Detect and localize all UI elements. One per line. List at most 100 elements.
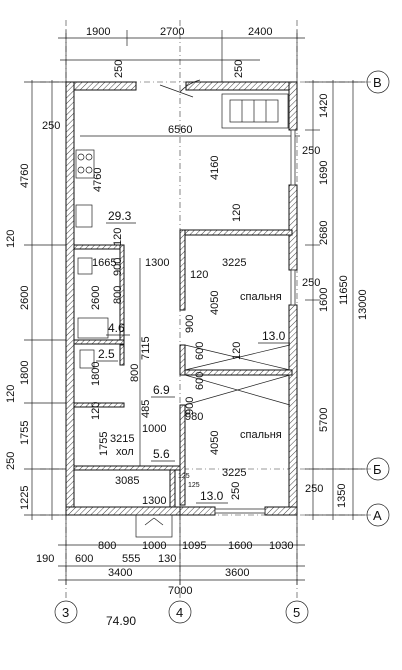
window-kitchen-right	[290, 129, 296, 186]
dim-in-1755: 1755	[98, 432, 110, 456]
dim-in-125-a: 125	[178, 473, 190, 480]
outer-wall-right-mid	[288, 184, 298, 271]
bedroom-wall-left2	[179, 344, 186, 376]
axis-col-3: 5	[293, 605, 300, 620]
outer-wall-bottom-left	[65, 506, 181, 516]
dim-left-120b: 120	[5, 385, 17, 403]
area-kitchen: 29.3	[108, 209, 132, 223]
dim-left-1800: 1800	[19, 361, 31, 385]
dim-in-485: 485	[140, 400, 152, 418]
dim-in-4760: 4760	[92, 168, 104, 192]
washbasin-icon	[77, 257, 93, 275]
dim-in-2600: 2600	[90, 286, 102, 310]
area-bath: 4.6	[108, 321, 125, 335]
dim-in-1000: 1000	[142, 423, 166, 435]
bedroom-wall-top	[179, 229, 293, 236]
label-bedroom1: спальня	[240, 291, 282, 303]
dim-left-1225: 1225	[19, 486, 31, 510]
area-bedroom2: 13.0	[200, 489, 224, 503]
bathtub-icon	[77, 317, 109, 339]
dim-left-250: 250	[5, 452, 17, 470]
dim-in-250-porch: 250	[230, 482, 242, 500]
label-bedroom2: спальня	[240, 429, 282, 441]
dim-bottom-1030: 1030	[269, 540, 293, 552]
dim-in-1800: 1800	[90, 362, 102, 386]
dim-right-250c: 250	[305, 483, 323, 495]
dim-in-3225-a: 3225	[222, 257, 246, 269]
hall-wall-top	[73, 465, 181, 471]
dim-in-900-b: 900	[184, 315, 196, 333]
porch-steps	[135, 514, 173, 538]
dim-in-3225-b: 3225	[222, 467, 246, 479]
bath-wall-bottom	[73, 339, 125, 345]
dim-in-980: 980	[185, 411, 203, 423]
dim-in-600-a: 600	[194, 342, 206, 360]
dim-bottom-1095: 1095	[182, 540, 206, 552]
dim-in-900-a: 900	[112, 258, 124, 276]
area-corridor: 6.9	[153, 383, 170, 397]
dim-in-250-left: 250	[42, 120, 60, 132]
wc-wall-bottom	[73, 402, 125, 408]
dim-top-1: 1900	[86, 26, 110, 38]
room-labels: 29.3 4.6 2.5 6.9 5.6 13.0 13.0 спальня с…	[96, 209, 290, 504]
bedroom-divider	[184, 369, 293, 376]
dim-in-600-b: 600	[194, 372, 206, 390]
area-wc: 2.5	[98, 347, 115, 361]
total-area: 74.90	[106, 614, 136, 628]
dim-in-4050-b: 4050	[209, 431, 221, 455]
dim-in-3085: 3085	[115, 475, 139, 487]
dim-bottom-555: 555	[122, 553, 140, 565]
dim-in-120-kitchen: 120	[112, 228, 124, 246]
area-hall: 5.6	[153, 447, 170, 461]
outer-wall-top-left	[65, 81, 137, 91]
dim-top-3: 2400	[248, 26, 272, 38]
dim-bottom-600: 600	[75, 553, 93, 565]
sofa-icon	[221, 93, 289, 129]
dim-bottom-130: 130	[158, 553, 176, 565]
axis-row-3: А	[373, 508, 382, 523]
dim-top-2: 2700	[160, 26, 184, 38]
axis-markers: В Б А 3 4 5	[54, 70, 390, 624]
toilet-icon	[79, 349, 95, 369]
bedroom2-wall-left	[179, 404, 186, 506]
dim-left-1755: 1755	[19, 421, 31, 445]
walls	[65, 81, 298, 516]
dim-right-1350: 1350	[336, 484, 348, 508]
dim-right-5700: 5700	[318, 408, 330, 432]
dim-bottom-1000: 1000	[142, 540, 166, 552]
dim-in-120-room2: 120	[190, 269, 208, 281]
dim-right-250b: 250	[302, 277, 320, 289]
dim-right-13000: 13000	[357, 289, 369, 320]
axis-row-2: Б	[373, 462, 382, 477]
dimension-texts: 1900 2700 2400 250 250 4760 120 2600 180…	[5, 26, 369, 597]
dim-bottom-800: 800	[98, 540, 116, 552]
dim-bottom-190: 190	[36, 553, 54, 565]
bedroom-wall-left	[179, 229, 186, 311]
dim-in-120-room: 120	[231, 204, 243, 222]
fixtures	[75, 79, 291, 538]
dim-top-wall-1: 250	[113, 60, 125, 78]
dim-bottom-3400: 3400	[108, 567, 132, 579]
wc-wall-right	[119, 344, 125, 366]
axis-row-1: В	[373, 75, 382, 90]
dim-left-120a: 120	[5, 230, 17, 248]
dim-right-2680: 2680	[318, 221, 330, 245]
dim-in-900-c: 900	[184, 397, 196, 415]
window-bedroom1-right	[290, 269, 296, 306]
dim-in-120-c: 120	[231, 342, 243, 360]
outer-wall-right-top	[288, 81, 298, 131]
dim-in-4160: 4160	[209, 156, 221, 180]
outer-wall-top-mid	[185, 81, 298, 91]
dim-in-120-d: 120	[90, 402, 102, 420]
dim-in-3215: 3215	[110, 433, 134, 445]
dim-left-4760: 4760	[19, 164, 31, 188]
window-bedroom2-bottom	[214, 508, 266, 514]
dim-right-1420: 1420	[318, 94, 330, 118]
dim-in-1300-porch: 1300	[142, 495, 166, 507]
outer-wall-bottom-right2	[264, 506, 298, 516]
dimension-lines	[24, 30, 365, 585]
dim-right-250a: 250	[302, 145, 320, 157]
dim-in-800-b: 800	[129, 364, 141, 382]
windows	[214, 129, 296, 514]
